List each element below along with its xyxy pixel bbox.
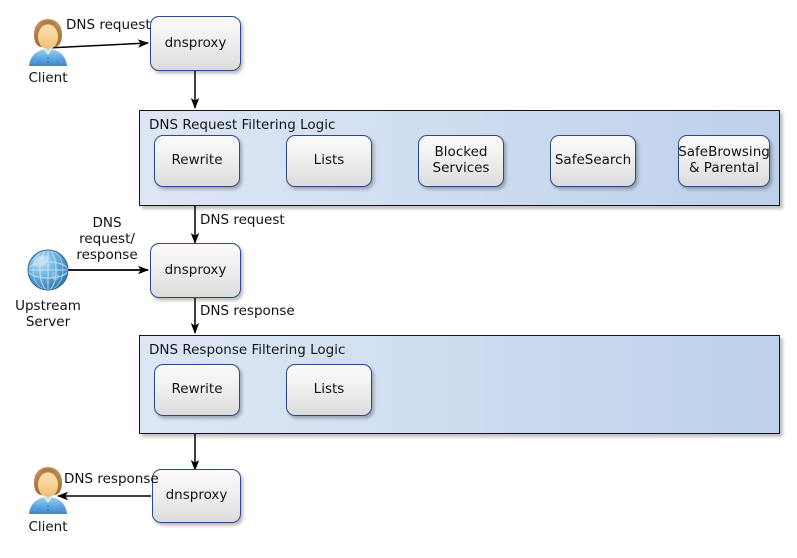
stage-label: Lists bbox=[313, 381, 345, 398]
stage-req-blocked-services[interactable]: Blocked Services bbox=[418, 135, 504, 187]
stage-label: SafeBrowsing & Parental bbox=[675, 144, 773, 177]
stage-label-line2: Services bbox=[432, 160, 490, 176]
stage-label: Rewrite bbox=[171, 152, 223, 169]
stage-resp-lists[interactable]: Lists bbox=[286, 364, 372, 416]
upstream-caption-line1: Upstream bbox=[15, 298, 81, 314]
upstream-server-caption: Upstream Server bbox=[4, 298, 92, 330]
group-response-filtering: DNS Response Filtering Logic bbox=[139, 335, 780, 434]
stage-label: Blocked Services bbox=[430, 144, 493, 177]
stage-req-safebrowsing[interactable]: SafeBrowsing & Parental bbox=[678, 135, 770, 187]
node-dnsproxy-top[interactable]: dnsproxy bbox=[150, 16, 241, 71]
stage-req-safesearch[interactable]: SafeSearch bbox=[550, 135, 636, 187]
node-dnsproxy-mid[interactable]: dnsproxy bbox=[150, 243, 241, 298]
user-avatar-icon bbox=[22, 464, 74, 516]
group-title: DNS Response Filtering Logic bbox=[149, 342, 346, 358]
node-label: dnsproxy bbox=[165, 487, 228, 504]
edge-label-proxy-to-respfilter: DNS response bbox=[200, 303, 295, 319]
globe-icon bbox=[22, 244, 74, 296]
edge-label-client-to-proxy: DNS request bbox=[66, 17, 151, 33]
edge-label-line1: DNS bbox=[92, 215, 122, 231]
stage-label-line1: Blocked bbox=[434, 144, 488, 161]
stage-label-line1: SafeBrowsing bbox=[678, 144, 770, 161]
node-label: dnsproxy bbox=[164, 34, 227, 51]
edge-label-proxy-to-upstream: DNS request/ response bbox=[62, 215, 152, 264]
stage-req-lists[interactable]: Lists bbox=[286, 135, 372, 187]
stage-label: Lists bbox=[313, 152, 345, 169]
edge-label-line2: request/ bbox=[79, 231, 135, 248]
edge-label-reqfilter-to-proxy: DNS request bbox=[200, 212, 285, 228]
edge-label-line3: response bbox=[76, 247, 138, 264]
stage-resp-rewrite[interactable]: Rewrite bbox=[154, 364, 240, 416]
stage-label-line2: & Parental bbox=[688, 160, 760, 176]
node-dnsproxy-bottom[interactable]: dnsproxy bbox=[152, 469, 241, 523]
group-title: DNS Request Filtering Logic bbox=[149, 117, 336, 133]
stage-req-rewrite[interactable]: Rewrite bbox=[154, 135, 240, 187]
edge-label-proxy-to-client: DNS response bbox=[64, 471, 159, 487]
client-top-caption: Client bbox=[28, 70, 68, 86]
client-bottom-caption: Client bbox=[28, 519, 68, 535]
stage-label: SafeSearch bbox=[554, 152, 632, 169]
node-label: dnsproxy bbox=[164, 261, 227, 278]
stage-label: Rewrite bbox=[171, 381, 223, 398]
upstream-caption-line2: Server bbox=[25, 314, 71, 331]
